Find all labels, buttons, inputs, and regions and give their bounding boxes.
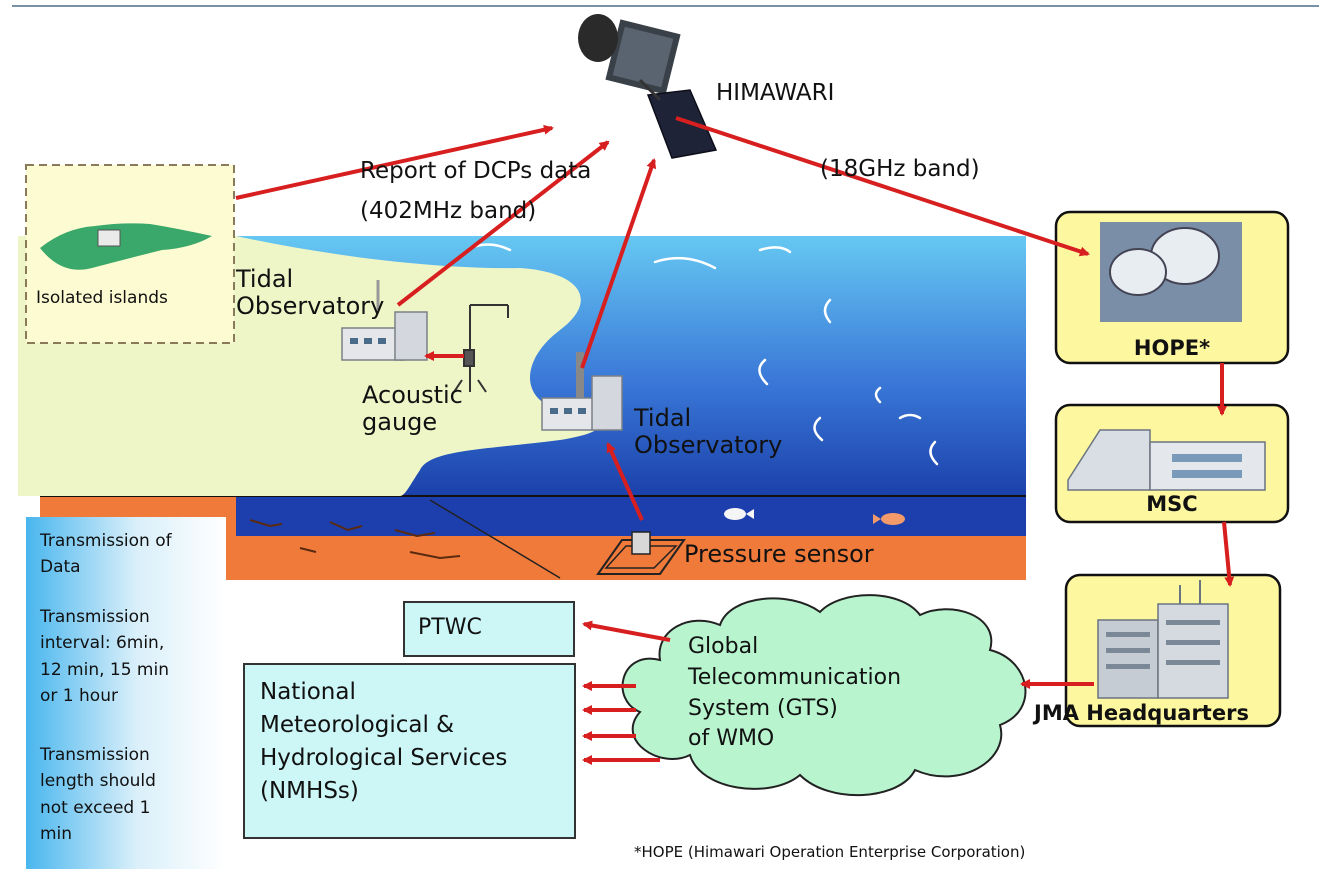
tidal-observatory-icon [341, 280, 428, 361]
transmission-length: Transmission length should not exceed 1 … [40, 745, 156, 845]
arrow-msc-to-jma [1222, 521, 1235, 587]
ptwc-box [403, 601, 575, 657]
fault-line [429, 499, 561, 579]
msc-building-icon [1067, 429, 1266, 491]
msc-label: MSC [1146, 492, 1198, 516]
deep-sea-band [236, 496, 1026, 536]
jma-building-icon [1097, 580, 1229, 699]
transmission-info-panel [26, 517, 226, 869]
seabed [236, 536, 1026, 580]
tidal-observatory-label: Tidal Observatory [634, 404, 783, 459]
satellite-icon [578, 14, 718, 159]
tidal-observatory-icon [541, 352, 623, 431]
uplink-label-line2: (402MHz band) [360, 198, 537, 224]
jma-headquarters-label: JMA Headquarters [1034, 701, 1249, 725]
transmission-interval: Transmission interval: 6min, 12 min, 15 … [40, 607, 169, 707]
rock-strokes [249, 519, 461, 560]
fish-icon [873, 513, 905, 525]
satellite-label: HIMAWARI [716, 80, 835, 106]
hope-footnote: *HOPE (Himawari Operation Enterprise Cor… [634, 843, 1026, 861]
island-station-icon [97, 229, 121, 247]
arrow-gts-to-ptwc [582, 620, 671, 642]
arrow-observatory2-to-satellite [580, 158, 657, 369]
acoustic-gauge-icon [453, 304, 509, 393]
tidal-observatory-label: Tidal Observatory [236, 265, 385, 320]
nmhs-label: National Meteorological & Hydrological S… [260, 679, 508, 804]
nmhs-box [243, 663, 576, 839]
downlink-label: (18GHz band) [820, 156, 980, 182]
antenna-dish-icon [1109, 248, 1167, 296]
fish-icon [724, 508, 754, 520]
hope-label: HOPE* [1133, 336, 1211, 360]
arrow-island-to-satellite [235, 124, 554, 200]
gts-cloud [621, 594, 1027, 797]
arrow-observatory-to-satellite [396, 140, 610, 307]
pressure-sensor-label: Pressure sensor [684, 540, 874, 568]
pressure-sensor-icon [596, 531, 686, 575]
uplink-label-line1: Report of DCPs data [360, 158, 592, 184]
isolated-islands-label: Isolated islands [36, 288, 168, 308]
acoustic-gauge-label: Acoustic gauge [362, 381, 463, 436]
island-shape [40, 223, 212, 270]
transmission-title: Transmission of Data [40, 531, 172, 578]
ptwc-label: PTWC [418, 615, 482, 640]
data-flow-arrows [235, 116, 1235, 765]
arrow-sensor-to-observatory [606, 442, 644, 521]
arrow-satellite-to-hope [675, 116, 1090, 257]
gts-label: Global Telecommunication System (GTS) of… [688, 634, 902, 752]
